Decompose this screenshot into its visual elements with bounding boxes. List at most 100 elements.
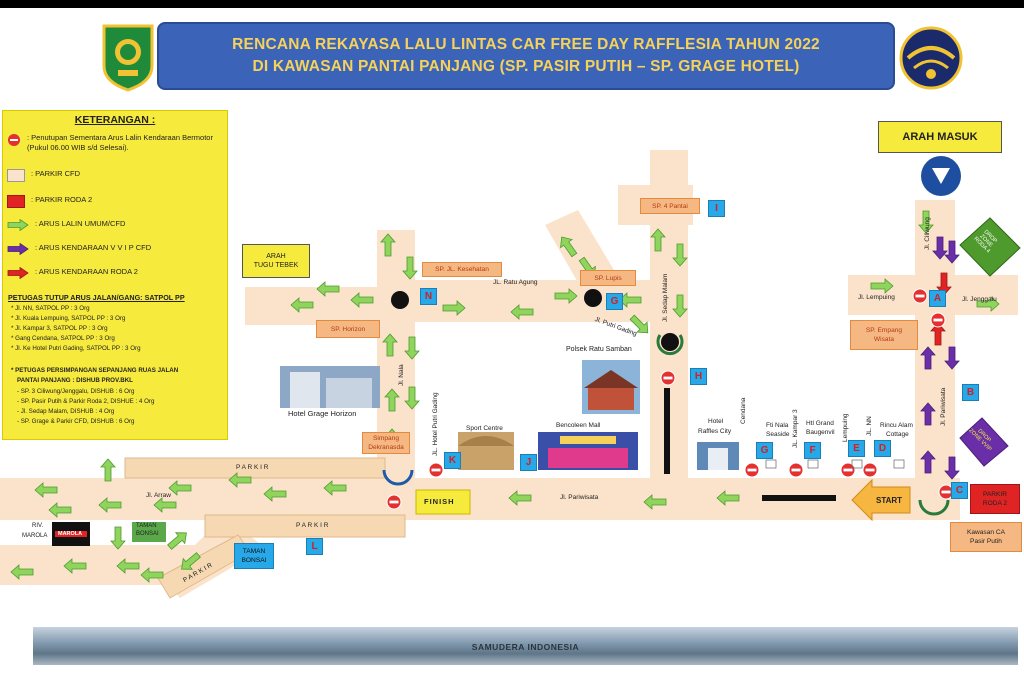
jl-ratu-agung-label: JL. Ratu Agung	[493, 279, 538, 286]
marker-j: J	[520, 454, 537, 471]
rincu-line-2: Cottage	[886, 431, 909, 438]
map-title: RENCANA REKAYASA LALU LINTAS CAR FREE DA…	[157, 22, 895, 90]
top-border	[0, 0, 1024, 8]
photo-sport-centre	[458, 432, 514, 470]
sp-empang-wisata-label: SP. Empang Wisata	[850, 320, 918, 350]
sp-lupis-label: SP. Lupis	[580, 270, 636, 286]
marker-b: B	[962, 384, 979, 401]
fti-nala-line-1: Fti Nala	[766, 422, 789, 429]
riv-marola-line-2: MAROLA	[22, 533, 48, 539]
sp-empang-line-2: Wisata	[873, 336, 895, 343]
parkir-roda2-box: PARKIR RODA 2	[970, 484, 1020, 514]
legend-dishub-item: - SP. Grage & Parkir CFD, DISHUB : 6 Org	[17, 418, 135, 425]
taman-small-line-1: TAMAN	[136, 523, 157, 529]
marola-logo-label: MAROLA	[58, 531, 83, 537]
legend-satpol-heading: PETUGAS TUTUP ARUS JALAN/GANG: SATPOL PP	[8, 293, 185, 302]
photo-taman-small	[132, 522, 166, 542]
legend-satpol-item: * Jl. Kampar 3, SATPOL PP : 3 Org	[11, 325, 108, 332]
marker-c: C	[951, 482, 968, 499]
kawasan-line-1: Kawasan CA	[966, 529, 1006, 536]
sp-4-pantai-label: SP. 4 Pantai	[640, 198, 700, 214]
sp-kesehatan-label: SP. JL. Kesehatan	[422, 262, 502, 277]
arah-masuk-arrow-icon	[921, 156, 961, 196]
marker-i: I	[708, 200, 725, 217]
taman-bonsai-label: TAMAN BONSAI	[234, 543, 274, 569]
sp-horizon-label: SP. Horizon	[316, 320, 380, 338]
road-arraw	[0, 478, 410, 520]
legend-satpol-item: * Jl. Ke Hotel Putri Gading, SATPOL PP :…	[11, 345, 141, 352]
u-turn-finish	[382, 469, 414, 486]
cendana-label: Cendana	[740, 397, 747, 424]
drop-zone-vvip-shape	[959, 417, 1009, 467]
fti-nala-line-2: Seaside	[766, 431, 790, 438]
closure-bar-sedap-malam	[664, 388, 670, 474]
jl-hotel-putri-gading-label: JL. Hotel Putri Gading	[432, 392, 439, 456]
marker-g-lupis: G	[606, 293, 623, 310]
u-turn-east	[918, 499, 950, 516]
jl-lempuing-label: Jl. Lempuing	[858, 294, 895, 301]
arah-tugu-line-2: TUGU TEBEK	[253, 262, 299, 269]
purple-arrow-icon	[7, 243, 29, 255]
dishub-logo-icon	[899, 26, 963, 90]
red-arrow-icon	[7, 267, 29, 279]
samudera-label: SAMUDERA INDONESIA	[471, 642, 580, 652]
legend-closure-text: : Penutupan Sementara Arus Lalin Kendara…	[27, 133, 213, 152]
photo-hotel-raffles	[697, 442, 739, 470]
roundabout-horizon	[391, 291, 409, 309]
hotel-grage-horizon-label: Hotel Grage Horizon	[288, 409, 357, 418]
roundabout-lupis	[584, 289, 602, 307]
legend-row-arus-vvip: : ARUS KENDARAAN V V I P CFD	[7, 243, 151, 255]
simpang-line-2: Dekranasda	[368, 444, 404, 451]
marker-f: F	[804, 442, 821, 459]
simpang-line-1: Simpang	[372, 435, 400, 442]
finish-box-shape	[415, 489, 471, 515]
start-label: START	[876, 496, 903, 505]
taman-small-line-2: BONSAI	[136, 531, 159, 537]
jl-nala-label: Jl. Nala	[398, 364, 405, 386]
jl-kampar3-label: JL. Kampar 3	[792, 409, 799, 448]
sp-empang-line-1: SP. Empang	[865, 327, 903, 334]
legend-panel: KETERANGAN : : Penutupan Sementara Arus …	[2, 110, 228, 440]
jl-nn-label: JL. NN	[866, 416, 873, 436]
finish-label: FINISH	[424, 497, 455, 506]
marker-l: L	[306, 538, 323, 555]
parkir-mid-label: P A R K I R	[296, 522, 329, 529]
legend-dishub-item: - SP. Pasir Putih & Parkir Roda 2, DISHU…	[17, 398, 155, 405]
hotel-raffles-line-2: Raffles City	[698, 428, 732, 435]
lempuing-label: Lempuing	[842, 413, 849, 442]
legend-parkir-roda2-text: : PARKIR RODA 2	[31, 195, 93, 204]
legend-satpol-item: * Jl. NN, SATPOL PP : 3 Org	[11, 305, 90, 312]
start-arrow-shape	[851, 478, 911, 522]
rincu-line-1: Rincu Alam	[880, 422, 913, 429]
hotel-raffles-line-1: Hotel	[708, 418, 724, 425]
parkir-roda2-line-1: PARKIR	[982, 491, 1008, 498]
legend-satpol-item: * Jl. Kuala Lempuing, SATPOL PP : 3 Org	[11, 315, 126, 322]
legend-row-arus-umum: : ARUS LALIN UMUM/CFD	[7, 219, 125, 231]
marker-e: E	[848, 440, 865, 457]
legend-arus-vvip-text: : ARUS KENDARAAN V V I P CFD	[35, 243, 152, 252]
title-line-2: DI KAWASAN PANTAI PANJANG (SP. PASIR PUT…	[252, 58, 800, 75]
parkir-top-label: P A R K I R	[236, 464, 269, 471]
marker-a: A	[929, 290, 946, 307]
photo-polsek	[582, 360, 640, 414]
marker-k: K	[444, 452, 461, 469]
legend-arus-roda2-text: : ARUS KENDARAAN RODA 2	[35, 267, 138, 276]
legend-dishub-heading-2: PANTAI PANJANG : DISHUB PROV.BKL	[17, 377, 133, 384]
title-line-1: RENCANA REKAYASA LALU LINTAS CAR FREE DA…	[232, 36, 820, 53]
parkir-strip-top	[124, 457, 386, 479]
sport-centre-label: Sport Centre	[466, 425, 503, 432]
samudera-indonesia-strip: SAMUDERA INDONESIA	[33, 627, 1018, 665]
arah-tugu-line-1: ARAH	[266, 253, 286, 260]
jl-arraw-label: Jl. Arraw	[146, 492, 171, 499]
arah-tugu-tebek-label: ARAH TUGU TEBEK	[242, 244, 310, 278]
arah-masuk-label: ARAH MASUK	[878, 121, 1002, 153]
legend-dishub-heading-1: * PETUGAS PERSIMPANGAN SEPANJANG RUAS JA…	[11, 367, 179, 374]
riv-marola-line-1: RIV.	[32, 523, 44, 529]
jl-ciliwung-label: Jl. Ciliwung	[924, 217, 931, 250]
jl-pariwisata-right-label: Jl. Pariwisata	[940, 387, 947, 426]
htl-grand-line-1: Htl Grand	[806, 420, 834, 427]
parkir-strip-mid	[204, 514, 406, 538]
closure-bar-pariwisata	[762, 495, 836, 501]
building-icons	[765, 459, 905, 469]
